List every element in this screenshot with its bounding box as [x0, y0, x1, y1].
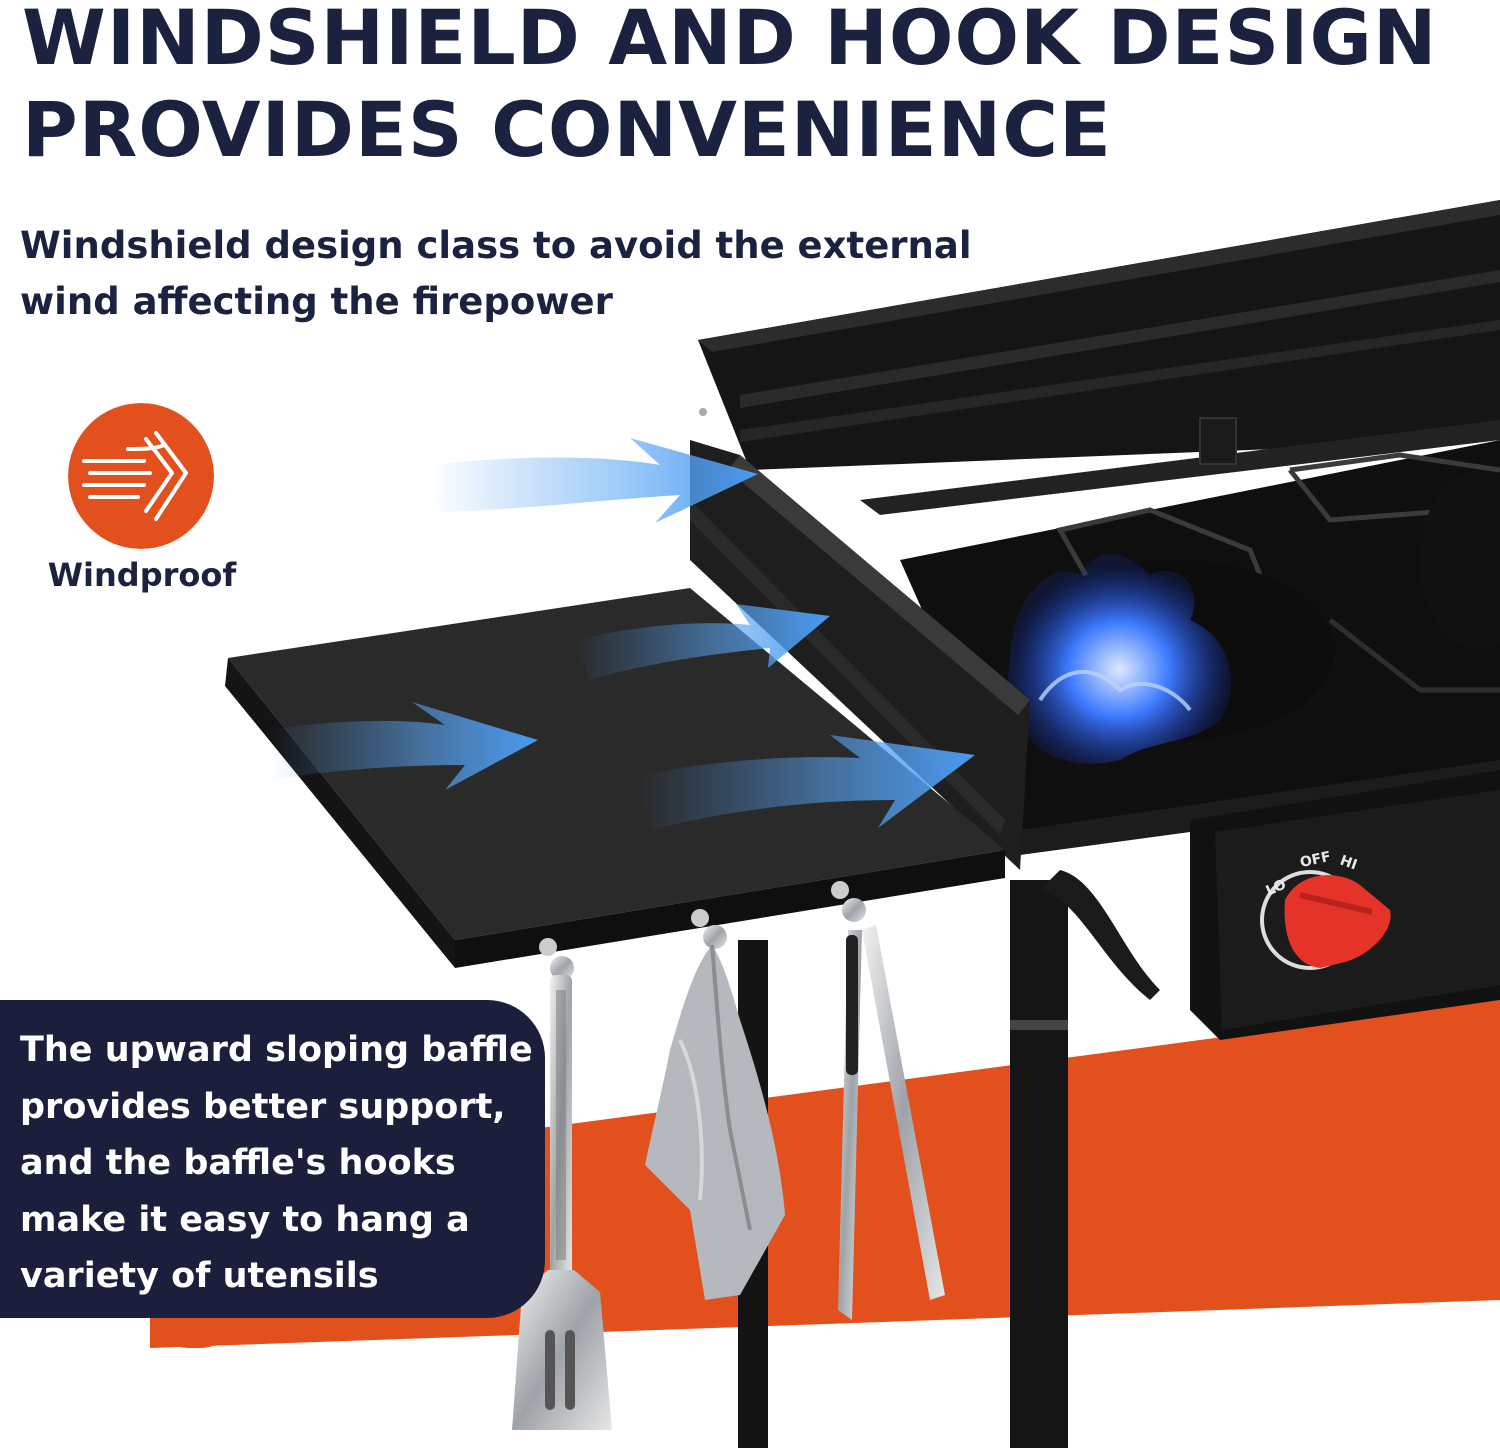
- wind-icon: [68, 403, 214, 549]
- stove-legs: [738, 870, 1160, 1448]
- control-box: [1190, 770, 1500, 1040]
- subtext-line-1: Windshield design class to avoid the ext…: [20, 224, 972, 267]
- callout-line-3: and the baffle's hooks: [20, 1143, 456, 1183]
- hanging-towel: [645, 944, 785, 1300]
- burner-flame: [1007, 554, 1232, 764]
- headline-line-2: PROVIDES CONVENIENCE: [22, 85, 1112, 174]
- wind-arrows: [270, 438, 975, 830]
- callout-line-2: provides better support,: [20, 1086, 506, 1127]
- headline-line-1: WINDSHIELD AND HOOK DESIGN: [22, 0, 1438, 82]
- callout-line-4: make it easy to hang a: [20, 1199, 470, 1240]
- windshield-back: [698, 200, 1500, 515]
- callout-text: The upward sloping baffle provides bette…: [20, 1022, 545, 1305]
- spatula: [512, 975, 612, 1430]
- windproof-label: Windproof: [47, 556, 237, 594]
- callout-box: The upward sloping baffle provides bette…: [0, 1000, 545, 1318]
- subtext-line-2: wind affecting the firepower: [20, 280, 613, 323]
- tongs: [838, 925, 945, 1320]
- shelf-hooks: [539, 881, 866, 980]
- headline: WINDSHIELD AND HOOK DESIGN PROVIDES CONV…: [22, 0, 1437, 176]
- side-shelf: [225, 588, 1005, 968]
- subtext: Windshield design class to avoid the ext…: [20, 218, 972, 330]
- callout-line-5: variety of utensils: [20, 1256, 379, 1296]
- callout-line-1: The upward sloping baffle: [20, 1030, 533, 1070]
